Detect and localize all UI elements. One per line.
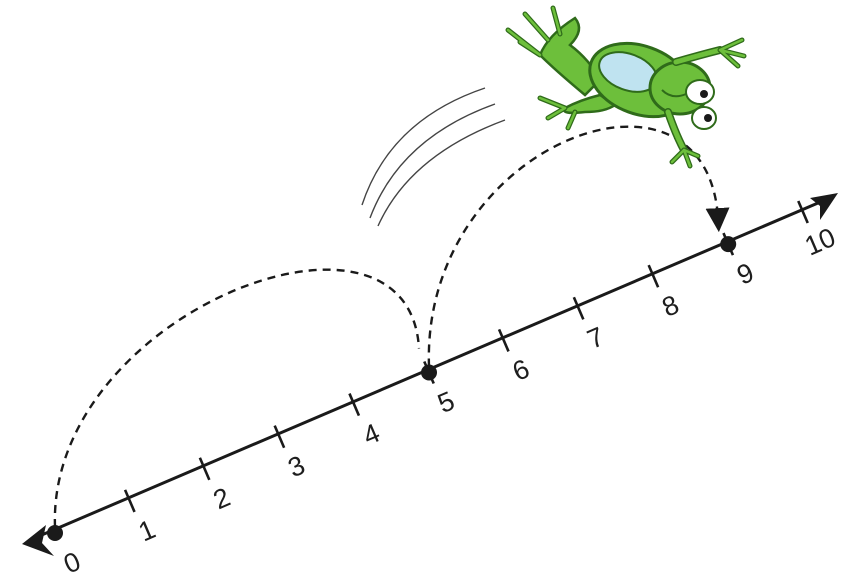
tick-mark: [273, 425, 286, 449]
tick-label: 5: [433, 386, 459, 419]
tick-labels: 0 1 2 3 4 5 6 7 8 9 10: [59, 222, 840, 579]
marked-point: [720, 236, 737, 253]
axis-right-arrow: [810, 193, 838, 220]
tick-label: 6: [508, 353, 534, 386]
tick-label: 10: [800, 222, 839, 261]
tick-mark: [572, 296, 585, 320]
tick-label: 9: [733, 257, 759, 290]
tick-label: 3: [284, 450, 310, 483]
motion-lines-icon: [361, 87, 506, 227]
tick-label: 0: [59, 546, 85, 579]
tick-mark: [647, 264, 660, 288]
tick-label: 8: [658, 289, 684, 322]
tick-label: 2: [209, 482, 235, 515]
tick-mark: [797, 200, 809, 224]
tick-marks: [123, 200, 809, 513]
marked-point: [421, 364, 437, 381]
tick-label: 1: [134, 514, 160, 547]
jump-arc: [427, 125, 730, 367]
tick-mark: [348, 393, 361, 417]
frog-icon: [505, 5, 747, 169]
axis-left-arrow: [22, 525, 54, 556]
tick-mark: [497, 328, 510, 352]
tick-mark: [123, 489, 136, 513]
tick-label: 7: [583, 321, 609, 354]
tick-mark: [198, 457, 211, 481]
marked-point: [47, 525, 63, 541]
tick-label: 4: [359, 418, 385, 451]
marked-points: [47, 236, 737, 541]
jump-arc: [53, 268, 421, 528]
jump-arcs: [53, 125, 730, 528]
